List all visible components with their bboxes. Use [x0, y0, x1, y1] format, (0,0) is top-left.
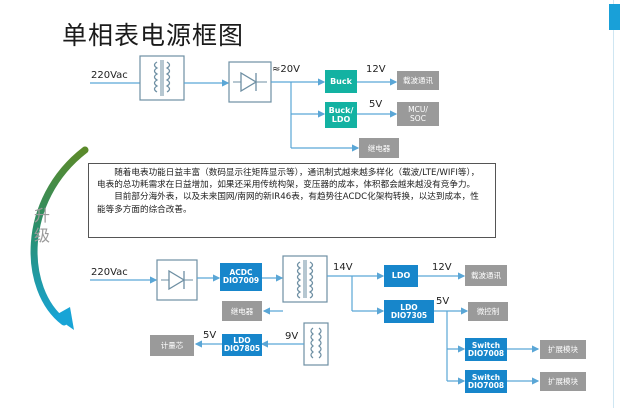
upgrade-label: 升 级 — [31, 206, 53, 246]
ldo-dio7805-output-voltage: 5V — [203, 330, 217, 341]
page-edge-line — [613, 0, 614, 408]
mcu-soc-line2: SOC — [410, 114, 426, 123]
acdc-block: ACDC DIO7009 — [220, 263, 262, 291]
top-rectifier-icon — [228, 61, 272, 103]
page-title: 单相表电源框图 — [62, 21, 245, 50]
ldo-dio7305-output-voltage: 5V — [436, 296, 450, 307]
acdc-label-line2: DIO7009 — [222, 276, 260, 285]
top-input-voltage: 220Vac — [91, 70, 128, 81]
ldo-dio7305-line2: DIO7305 — [390, 310, 428, 320]
bottom-rectifier-icon — [156, 259, 198, 301]
ldo-dio7805-line2: DIO7805 — [223, 344, 261, 353]
switch-2-block: Switch DIO7008 — [465, 370, 507, 393]
mcu-soc-block: MCU/ SOC — [397, 102, 439, 126]
top-rectified-voltage: ≈20V — [272, 64, 300, 75]
upgrade-arc-arrow — [30, 146, 89, 330]
switch-2-line2: DIO7008 — [467, 380, 505, 390]
top-relay-block: 继电器 — [359, 138, 399, 158]
buck-ldo-label-line2: LDO — [331, 115, 351, 124]
expansion-module-1-block: 扩展模块 — [540, 340, 586, 359]
expansion-module-2-block: 扩展模块 — [540, 372, 586, 391]
upgrade-char-1: 升 — [33, 206, 50, 225]
buck-block: Buck — [325, 70, 357, 93]
mcu-soc-line1: MCU/ — [408, 105, 428, 114]
bottom-relay-block: 继电器 — [222, 301, 262, 321]
note-paragraph-1: 随着电表功能日益丰富（数码显示往矩阵显示等），通讯制式越来越多样化（载波/LTE… — [97, 168, 480, 191]
upgrade-char-2: 级 — [33, 226, 50, 245]
ldo-12v-output-voltage: 12V — [432, 262, 452, 273]
metering-chip-block: 计量芯 — [150, 335, 194, 356]
buck-output-voltage: 12V — [366, 64, 386, 75]
small-transformer-icon — [303, 322, 329, 366]
ldo-dio7805-line1: LDO — [233, 336, 251, 345]
microcontroller-block: 微控制 — [468, 302, 508, 321]
switch-1-block: Switch DIO7008 — [465, 338, 507, 361]
ldo-dio7305-block: LDO DIO7305 — [384, 300, 434, 323]
switch-2-line1: Switch — [471, 372, 501, 382]
bottom-transformer-icon — [282, 255, 328, 303]
top-transformer-icon — [139, 55, 185, 101]
buck-ldo-output-voltage: 5V — [369, 99, 383, 110]
switch-1-line1: Switch — [471, 340, 501, 350]
switch-1-line2: DIO7008 — [467, 348, 505, 358]
bottom-carrier-comm-block: 载波通讯 — [465, 265, 507, 286]
top-carrier-comm-block: 载波通讯 — [397, 71, 439, 90]
ldo-dio7305-line1: LDO — [400, 302, 418, 312]
note-paragraph-2: 目前部分海外表，以及未来国网/南网的新IR46表，有趋势往ACDC化架构转换，以… — [97, 192, 479, 215]
buck-ldo-label-line1: Buck/ — [328, 106, 354, 115]
ldo-dio7805-block: LDO DIO7805 — [222, 334, 262, 356]
acdc-label-line1: ACDC — [229, 268, 253, 277]
buck-ldo-block: Buck/ LDO — [325, 102, 357, 128]
description-note: 随着电表功能日益丰富（数码显示往矩阵显示等），通讯制式越来越多样化（载波/LTE… — [88, 163, 496, 238]
bus-14v-label: 14V — [333, 262, 353, 273]
page-edge-marker — [609, 4, 620, 30]
ldo-12v-block: LDO — [384, 265, 418, 287]
bus-9v-label: 9V — [285, 331, 299, 342]
bottom-input-voltage: 220Vac — [91, 267, 128, 278]
